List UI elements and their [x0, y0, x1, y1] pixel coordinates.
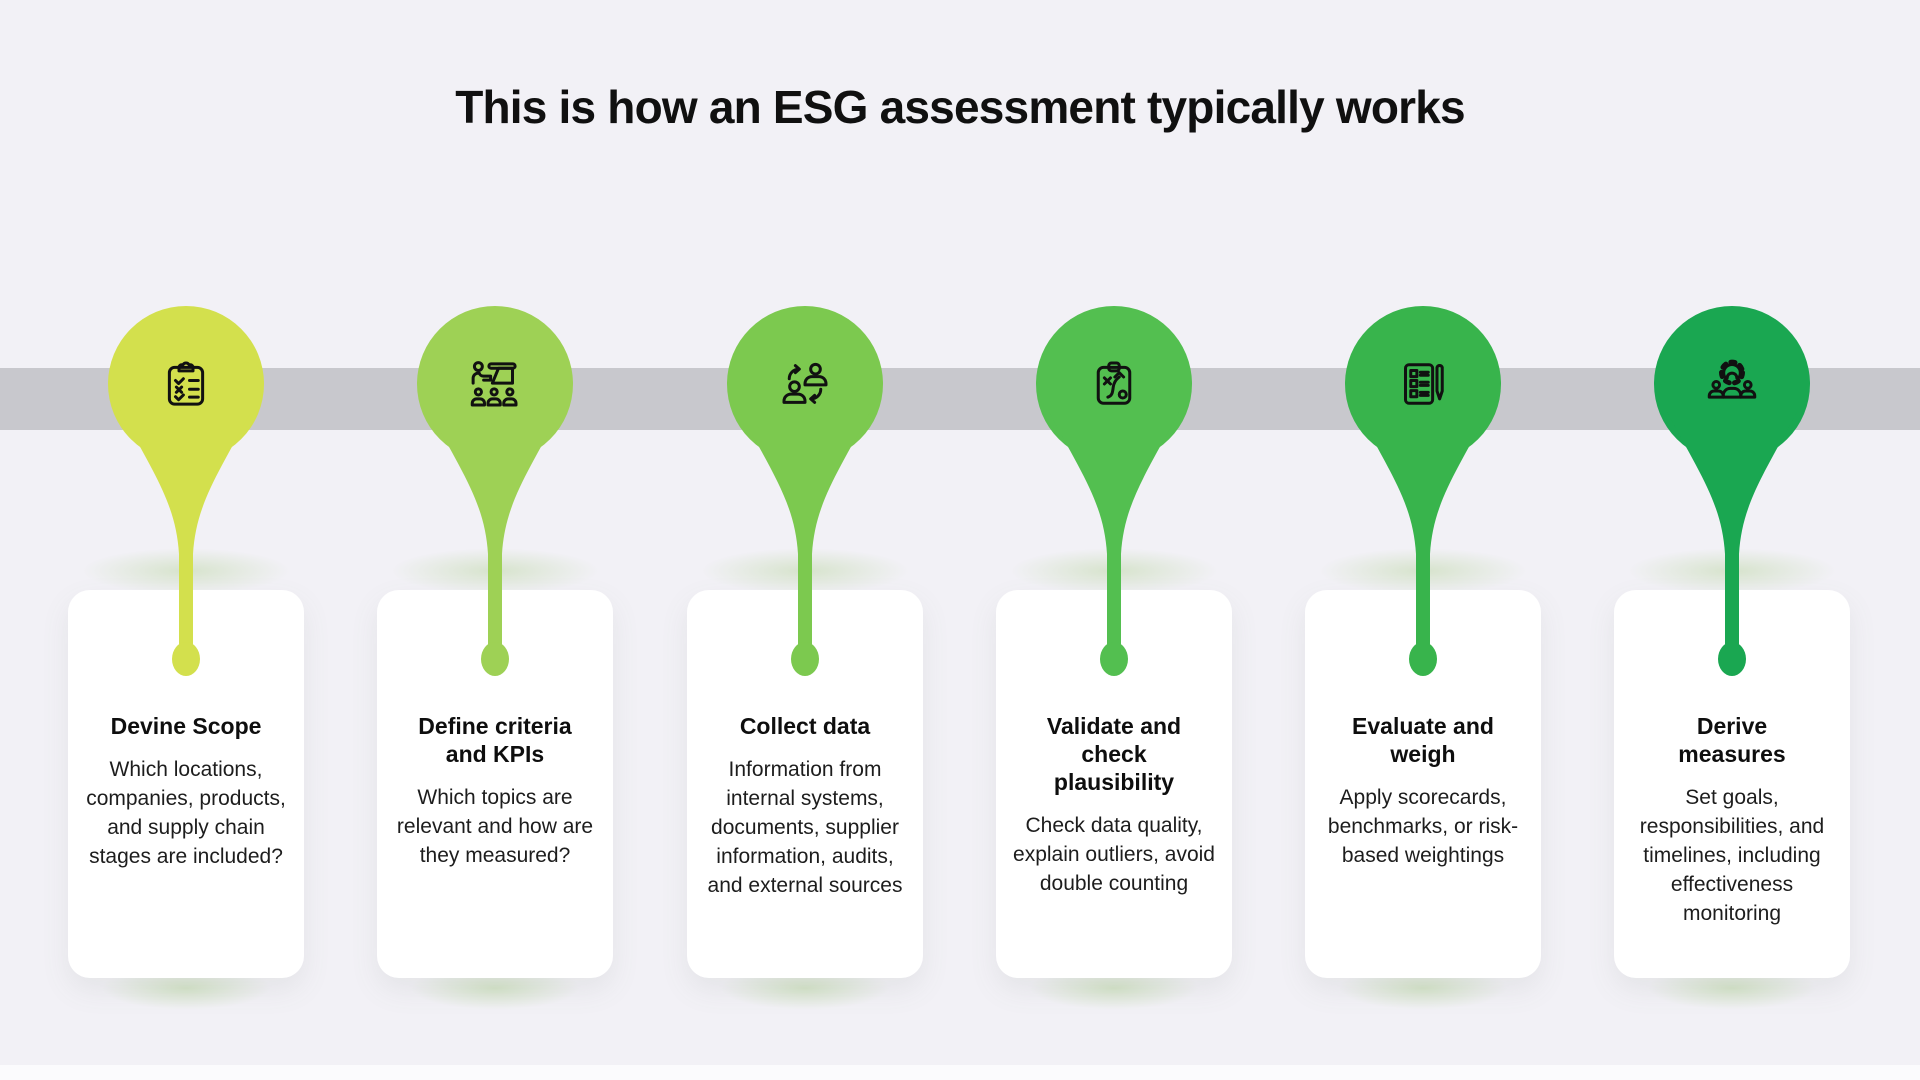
step-card: Evaluate and weigh Apply scorecards, ben… [1305, 590, 1541, 978]
step-title: Derive measures [1678, 713, 1786, 768]
strategy-clipboard-icon [1086, 356, 1142, 412]
step-pin [417, 306, 573, 691]
bottom-strip [0, 1065, 1920, 1080]
team-gear-icon [1704, 356, 1760, 412]
step-define-criteria: Define criteria and KPIs Which topics ar… [377, 0, 613, 1010]
step-description: Information from internal systems, docum… [707, 758, 903, 897]
step-validate: Validate and check plausibility Check da… [996, 0, 1232, 1010]
presentation-icon [467, 356, 523, 412]
step-pin [1345, 306, 1501, 691]
timeline-band [0, 368, 1920, 430]
step-define-scope: Devine Scope Which locations, companies,… [68, 0, 304, 1010]
step-evaluate: Evaluate and weigh Apply scorecards, ben… [1305, 0, 1541, 1010]
step-title: Devine Scope [110, 713, 262, 739]
page-title: This is how an ESG assessment typically … [455, 81, 1465, 133]
teardrop-shape [1654, 306, 1810, 676]
step-title: Collect data [739, 713, 871, 739]
step-derive-measures: Derive measures Set goals, responsibilit… [1614, 0, 1850, 1010]
step-description: Which topics are relevant and how are th… [396, 786, 594, 868]
step-description: Check data quality, explain outliers, av… [1013, 814, 1215, 896]
step-pin [108, 306, 264, 691]
step-pin [1036, 306, 1192, 691]
step-description: Apply scorecards, benchmarks, or risk-ba… [1327, 786, 1519, 868]
step-pin [1654, 306, 1810, 691]
step-description: Which locations, companies, products, an… [86, 758, 286, 868]
step-title: Define criteria and KPIs [418, 713, 572, 768]
step-title: Evaluate and weigh [1352, 713, 1494, 768]
teardrop-shape [108, 306, 264, 676]
step-title: Validate and check plausibility [1046, 713, 1182, 796]
people-exchange-icon [777, 356, 833, 412]
step-collect-data: Collect data Information from internal s… [687, 0, 923, 1010]
clipboard-checklist-icon [158, 356, 214, 412]
step-description: Set goals, responsibilities, and timelin… [1639, 786, 1825, 925]
checklist-pen-icon [1395, 356, 1451, 412]
step-pin [727, 306, 883, 691]
step-card: Validate and check plausibility Check da… [996, 590, 1232, 978]
